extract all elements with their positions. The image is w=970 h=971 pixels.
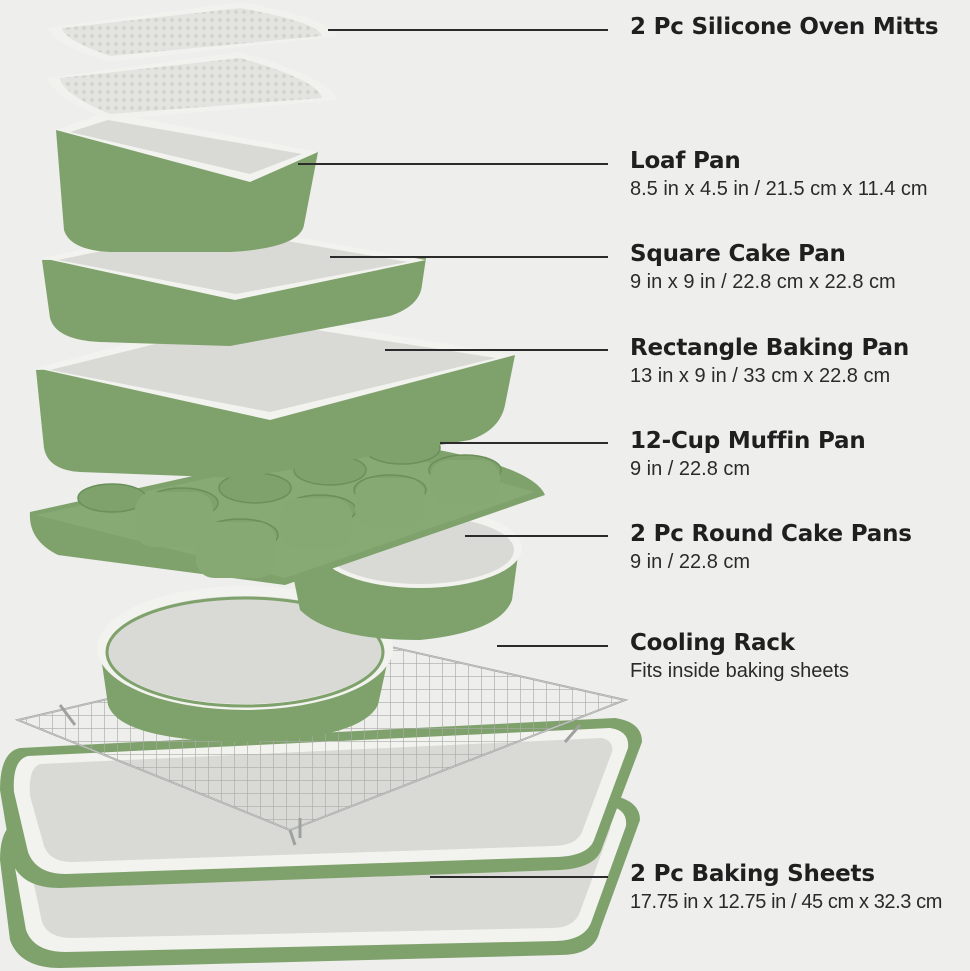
callout-title: 2 Pc Round Cake Pans	[630, 521, 912, 547]
callout-subtitle: 9 in / 22.8 cm	[630, 458, 751, 480]
callout-muffin: 12-Cup Muffin Pan 9 in / 22.8 cm	[630, 428, 866, 481]
callout-rack: Cooling Rack Fits inside baking sheets	[630, 630, 849, 683]
leader-lines	[298, 29, 608, 878]
callout-round: 2 Pc Round Cake Pans 9 in / 22.8 cm	[630, 521, 912, 574]
callout-title: 2 Pc Silicone Oven Mitts	[630, 14, 939, 40]
callout-loaf: Loaf Pan 8.5 in x 4.5 in / 21.5 cm x 11.…	[630, 148, 928, 201]
callout-subtitle: 9 in / 22.8 cm	[630, 551, 751, 573]
callout-sheets: 2 Pc Baking Sheets 17.75 in x 12.75 in /…	[630, 861, 942, 914]
callout-subtitle: 13 in x 9 in / 33 cm x 22.8 cm	[630, 365, 891, 387]
callout-title: 12-Cup Muffin Pan	[630, 428, 866, 454]
callout-title: Cooling Rack	[630, 630, 795, 656]
callout-mitts: 2 Pc Silicone Oven Mitts	[630, 14, 939, 40]
callout-title: Loaf Pan	[630, 148, 741, 174]
callout-square: Square Cake Pan 9 in x 9 in / 22.8 cm x …	[630, 241, 896, 294]
callout-title: Square Cake Pan	[630, 241, 846, 267]
oven-mitt-lower	[48, 52, 338, 120]
callout-rect: Rectangle Baking Pan 13 in x 9 in / 33 c…	[630, 335, 909, 388]
callout-title: Rectangle Baking Pan	[630, 335, 909, 361]
callout-subtitle: Fits inside baking sheets	[630, 660, 850, 682]
callout-subtitle: 17.75 in x 12.75 in / 45 cm x 32.3 cm	[630, 891, 943, 913]
oven-mitt-upper	[48, 2, 338, 62]
muffin-pan	[29, 431, 545, 585]
callout-subtitle: 8.5 in x 4.5 in / 21.5 cm x 11.4 cm	[630, 178, 928, 200]
callout-title: 2 Pc Baking Sheets	[630, 861, 875, 887]
callout-subtitle: 9 in x 9 in / 22.8 cm x 22.8 cm	[630, 271, 896, 293]
loaf-pan	[56, 112, 318, 252]
